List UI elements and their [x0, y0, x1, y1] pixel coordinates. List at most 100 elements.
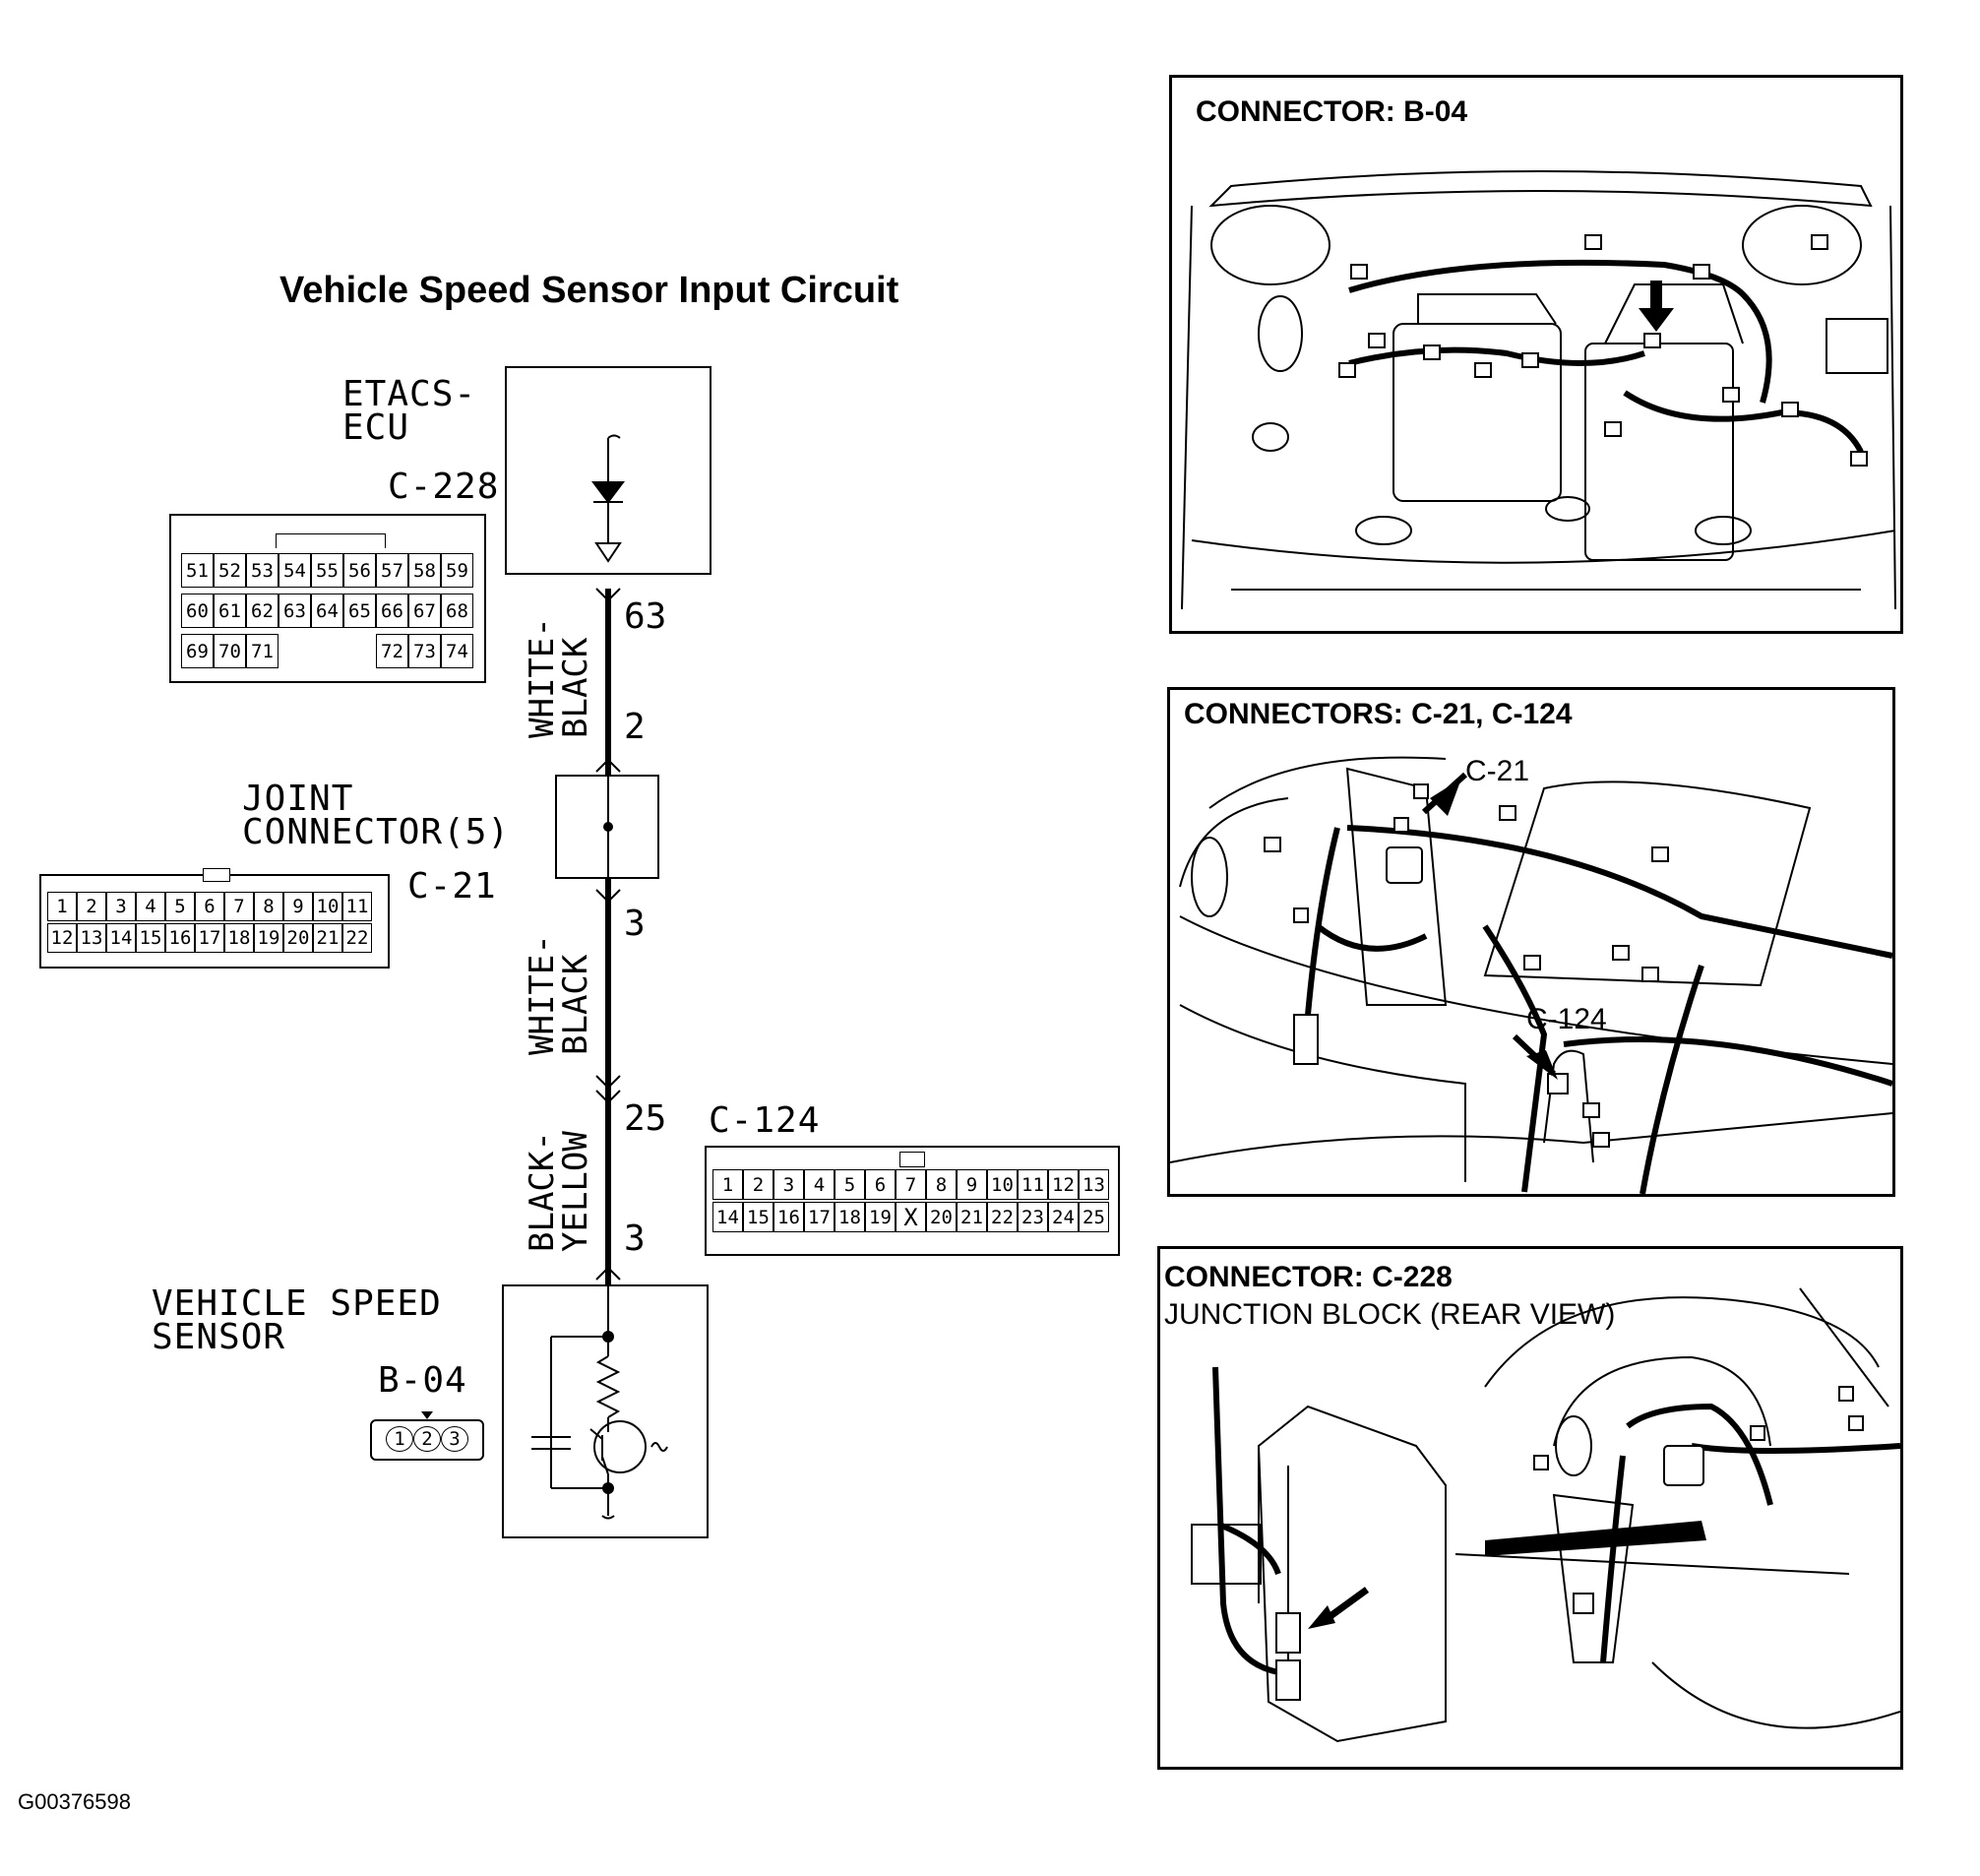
pin-cell: 61 — [214, 594, 246, 628]
pin-cell: 19 — [254, 923, 283, 953]
pin-cell: 1 — [712, 1169, 743, 1200]
c228-connector-face: 51 52 53 54 55 56 57 58 59 60 61 62 63 6… — [169, 514, 486, 683]
pin-cell: 13 — [77, 923, 106, 953]
etacs-ecu-label: ETACS- ECU — [342, 374, 477, 448]
pin-cell: 55 — [311, 553, 343, 588]
pin-number: 3 — [624, 904, 646, 944]
callout-c21: C-21 — [1465, 755, 1530, 787]
panel-subtitle: JUNCTION BLOCK (REAR VIEW) — [1164, 1298, 1616, 1331]
pin-cell-empty — [278, 634, 311, 668]
b04-label: B-04 — [378, 1360, 467, 1401]
pin-cell: 65 — [343, 594, 376, 628]
pin-cell: 15 — [136, 923, 165, 953]
pin-cell: 8 — [254, 892, 283, 921]
speed-sensor-box — [502, 1284, 709, 1538]
pin-cell: 3 — [773, 1169, 804, 1200]
wire-color-label-3: BLACK- YELLOW — [523, 1131, 595, 1252]
pin-cell: 25 — [1079, 1202, 1109, 1232]
pin-cell: 62 — [246, 594, 278, 628]
b04-connector-face: 1 2 3 — [370, 1411, 484, 1461]
pin-cell: 70 — [214, 634, 246, 668]
pin-cell: 5 — [835, 1169, 865, 1200]
pin-cell: 10 — [313, 892, 342, 921]
pin-cell: 73 — [408, 634, 441, 668]
diagram-title: Vehicle Speed Sensor Input Circuit — [279, 270, 899, 311]
pin-cell: 15 — [743, 1202, 773, 1232]
arrow-icon — [1512, 1033, 1558, 1080]
pin-cell: 3 — [106, 892, 136, 921]
pin-cell: 12 — [47, 923, 77, 953]
c124-label: C-124 — [709, 1100, 821, 1141]
connector-b04-location-panel: CONNECTOR: B-04 — [1169, 75, 1903, 634]
pin-cell: 2 — [77, 892, 106, 921]
pin-cell: 17 — [195, 923, 224, 953]
callout-c124: C-124 — [1526, 1003, 1607, 1035]
pin-number: 63 — [624, 596, 667, 637]
pin-number: 25 — [624, 1098, 667, 1139]
connector-c228-location-panel: CONNECTOR: C-228 JUNCTION BLOCK (REAR VI… — [1157, 1246, 1903, 1770]
arrow-icon — [1421, 772, 1468, 816]
pin-cell: 51 — [181, 553, 214, 588]
pin-number: 3 — [624, 1219, 646, 1259]
pin-cell: 66 — [376, 594, 408, 628]
pin-cell: 14 — [712, 1202, 743, 1232]
pin-cell: 71 — [246, 634, 278, 668]
pin-cell: 1 — [386, 1426, 413, 1452]
pin-cell: 24 — [1048, 1202, 1079, 1232]
schematic-lines — [502, 366, 712, 1538]
wire-color-label-1: WHITE- BLACK — [523, 617, 595, 738]
pin-cell: 18 — [835, 1202, 865, 1232]
pin-cell: 4 — [804, 1169, 835, 1200]
pin-cell: 4 — [136, 892, 165, 921]
pin-cell: 12 — [1048, 1169, 1079, 1200]
pin-cell: 64 — [311, 594, 343, 628]
pin-cell: 8 — [926, 1169, 957, 1200]
panel-title: CONNECTOR: C-228 — [1164, 1261, 1453, 1293]
pin-cell: 54 — [278, 553, 311, 588]
pin-cell: 10 — [987, 1169, 1018, 1200]
pin-cell: 18 — [224, 923, 254, 953]
pin-cell: 9 — [957, 1169, 987, 1200]
c228-label: C-228 — [388, 467, 500, 507]
pointer-wedge — [1485, 1521, 1706, 1556]
pin-cell: 72 — [376, 634, 408, 668]
pin-cell-empty — [311, 634, 343, 668]
pin-cell: 7 — [224, 892, 254, 921]
pin-cell: 11 — [1018, 1169, 1048, 1200]
pin-cell: 20 — [926, 1202, 957, 1232]
pin-cell: 6 — [195, 892, 224, 921]
joint-connector-label: JOINT CONNECTOR(5) — [242, 779, 511, 852]
panel-title: CONNECTOR: B-04 — [1196, 95, 1468, 128]
engine-bay-illustration — [1181, 170, 1896, 610]
pin-cell: 59 — [441, 553, 473, 588]
pin-cell: 21 — [957, 1202, 987, 1232]
pin-cell-crossed: X — [896, 1202, 926, 1232]
pin-cell: 2 — [743, 1169, 773, 1200]
connectors-c21-c124-location-panel: CONNECTORS: C-21, C-124 — [1167, 687, 1895, 1197]
dash-illustration — [1170, 756, 1892, 1194]
pin-cell: 22 — [987, 1202, 1018, 1232]
pin-cell: 60 — [181, 594, 214, 628]
pin-cell: 69 — [181, 634, 214, 668]
pin-cell: 22 — [342, 923, 372, 953]
pin-cell: 67 — [408, 594, 441, 628]
pin-cell: 17 — [804, 1202, 835, 1232]
pin-cell: 16 — [773, 1202, 804, 1232]
pin-cell: 58 — [408, 553, 441, 588]
pin-cell: 1 — [47, 892, 77, 921]
pin-cell: 52 — [214, 553, 246, 588]
figure-code: G00376598 — [18, 1789, 131, 1814]
pin-cell: 21 — [313, 923, 342, 953]
pin-cell: 7 — [896, 1169, 926, 1200]
pin-cell: 11 — [342, 892, 372, 921]
pin-cell: 5 — [165, 892, 195, 921]
pin-cell: 63 — [278, 594, 311, 628]
panel-title: CONNECTORS: C-21, C-124 — [1184, 698, 1573, 730]
pin-cell: 3 — [441, 1426, 468, 1452]
sensor-symbol — [531, 1285, 668, 1520]
vehicle-speed-sensor-label: VEHICLE SPEED SENSOR — [152, 1283, 442, 1357]
pin-number: 2 — [624, 707, 646, 747]
pin-cell: 74 — [441, 634, 473, 668]
pin-cell: 19 — [865, 1202, 896, 1232]
junction-block-illustration — [1191, 1287, 1900, 1743]
